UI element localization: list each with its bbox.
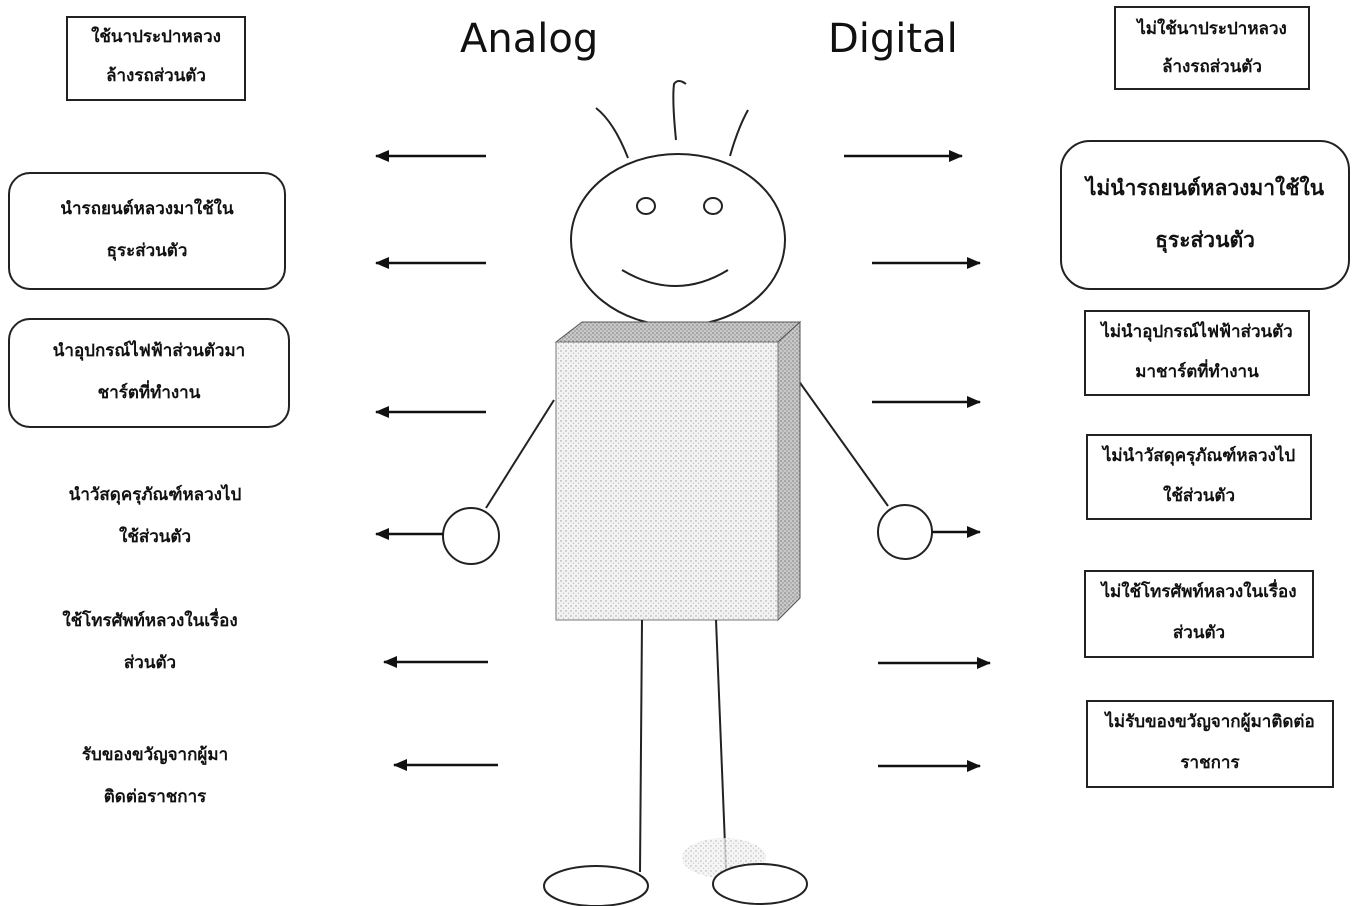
digital-item-1-line1: ไม่ใช้นาประปาหลวง bbox=[1137, 19, 1287, 39]
body-top-face bbox=[554, 321, 802, 343]
analog-item-2: นำรถยนต์หลวงมาใช้ใน ธุระส่วนตัว bbox=[8, 172, 286, 290]
digital-item-6: ไม่รับของขวัญจากผู้มาติดต่อ ราชการ bbox=[1086, 700, 1334, 788]
digital-item-5-line2: ส่วนตัว bbox=[1172, 623, 1226, 643]
digital-item-2-line2: ธุระส่วนตัว bbox=[1155, 227, 1255, 252]
analog-item-3-line2: ชาร์ตที่ทำงาน bbox=[97, 383, 201, 403]
body-side-face bbox=[777, 320, 801, 622]
hair-strand-middle bbox=[672, 80, 687, 141]
analog-item-6-line2: ติดต่อราชการ bbox=[103, 787, 207, 807]
digital-item-4: ไม่นำวัสดุครุภัณฑ์หลวงไป ใช้ส่วนตัว bbox=[1086, 434, 1312, 520]
digital-item-6-line2: ราชการ bbox=[1180, 753, 1240, 773]
digital-item-3: ไม่นำอุปกรณ์ไฟฟ้าส่วนตัว มาชาร์ตที่ทำงาน bbox=[1084, 310, 1310, 396]
analog-item-1-line2: ล้างรถส่วนตัว bbox=[106, 66, 206, 86]
digital-item-6-line1: ไม่รับของขวัญจากผู้มาติดต่อ bbox=[1105, 712, 1315, 732]
digital-item-1-line2: ล้างรถส่วนตัว bbox=[1162, 57, 1262, 77]
digital-item-4-line2: ใช้ส่วนตัว bbox=[1163, 486, 1235, 506]
analog-item-5-line2: ส่วนตัว bbox=[123, 653, 177, 673]
digital-item-2: ไม่นำรถยนต์หลวงมาใช้ใน ธุระส่วนตัว bbox=[1060, 140, 1350, 290]
digital-item-3-line1: ไม่นำอุปกรณ์ไฟฟ้าส่วนตัว bbox=[1101, 322, 1293, 342]
analog-item-3: นำอุปกรณ์ไฟฟ้าส่วนตัวมา ชาร์ตที่ทำงาน bbox=[8, 318, 290, 428]
digital-arrows bbox=[844, 150, 991, 772]
analog-item-4-line1: นำวัสดุครุภัณฑ์หลวงไป bbox=[68, 485, 242, 505]
digital-item-5-line1: ไม่ใช้โทรศัพท์หลวงในเรื่อง bbox=[1101, 582, 1297, 602]
left-leg bbox=[639, 619, 643, 873]
right-eye bbox=[703, 197, 723, 215]
hair-strand-right bbox=[729, 109, 749, 157]
analog-item-6-line1: รับของขวัญจากผู้มา bbox=[81, 745, 229, 765]
body-box bbox=[554, 320, 802, 622]
digital-item-3-line2: มาชาร์ตที่ทำงาน bbox=[1135, 362, 1259, 382]
analog-item-4-line2: ใช้ส่วนตัว bbox=[119, 527, 191, 547]
analog-item-5-line1: ใช้โทรศัพท์หลวงในเรื่อง bbox=[62, 611, 238, 631]
analog-item-1: ใช้นาประปาหลวง ล้างรถส่วนตัว bbox=[66, 16, 246, 101]
analog-item-2-line2: ธุระส่วนตัว bbox=[106, 241, 188, 261]
analog-arrows bbox=[375, 150, 498, 771]
digital-heading: Digital bbox=[828, 16, 958, 62]
digital-item-2-line1: ไม่นำรถยนต์หลวงมาใช้ใน bbox=[1085, 175, 1325, 200]
analog-item-1-line1: ใช้นาประปาหลวง bbox=[91, 27, 221, 47]
left-eye bbox=[636, 197, 656, 215]
right-leg bbox=[715, 619, 727, 871]
digital-item-4-line1: ไม่นำวัสดุครุภัณฑ์หลวงไป bbox=[1102, 446, 1296, 466]
head bbox=[570, 153, 786, 327]
body-front-face bbox=[555, 341, 779, 621]
left-hand bbox=[442, 507, 500, 565]
right-foot bbox=[712, 863, 808, 905]
right-hand bbox=[877, 504, 933, 560]
analog-heading: Analog bbox=[460, 16, 599, 62]
analog-item-5: ใช้โทรศัพท์หลวงในเรื่อง ส่วนตัว bbox=[20, 600, 280, 690]
left-arm bbox=[485, 399, 555, 509]
analog-item-4: นำวัสดุครุภัณฑ์หลวงไป ใช้ส่วนตัว bbox=[30, 474, 280, 564]
analog-item-2-line1: นำรถยนต์หลวงมาใช้ใน bbox=[60, 199, 234, 219]
digital-item-5: ไม่ใช้โทรศัพท์หลวงในเรื่อง ส่วนตัว bbox=[1084, 570, 1314, 658]
left-foot bbox=[543, 865, 649, 906]
smile bbox=[621, 269, 729, 287]
hair-strand-left bbox=[595, 107, 629, 159]
analog-item-3-line1: นำอุปกรณ์ไฟฟ้าส่วนตัวมา bbox=[52, 341, 246, 361]
hair-strands bbox=[595, 80, 749, 159]
analog-item-6: รับของขวัญจากผู้มา ติดต่อราชการ bbox=[40, 734, 270, 824]
digital-item-1: ไม่ใช้นาประปาหลวง ล้างรถส่วนตัว bbox=[1114, 6, 1310, 90]
right-arm bbox=[797, 379, 889, 507]
